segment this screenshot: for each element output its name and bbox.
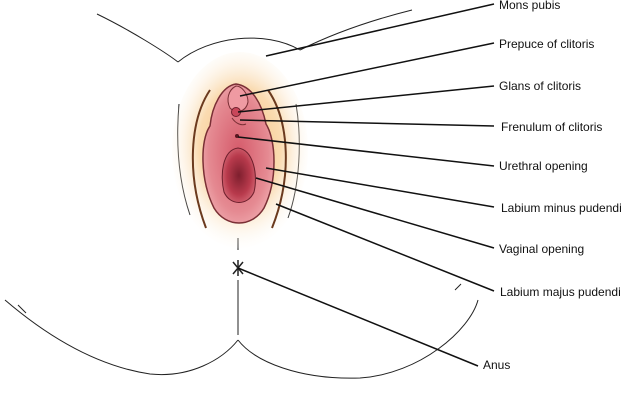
label-anus: Anus (483, 358, 510, 372)
vaginal-opening (222, 148, 255, 203)
label-urethral-opening: Urethral opening (499, 159, 588, 173)
label-frenulum-of-clitoris: Frenulum of clitoris (501, 120, 602, 134)
leader-mons-pubis (266, 4, 494, 56)
label-labium-majus-pudendi: Labium majus pudendi (500, 285, 621, 299)
label-mons-pubis: Mons pubis (499, 0, 560, 12)
label-vaginal-opening: Vaginal opening (499, 242, 584, 256)
label-prepuce-of-clitoris: Prepuce of clitoris (499, 37, 594, 51)
labels: Mons pubis Prepuce of clitoris Glans of … (483, 0, 622, 372)
label-glans-of-clitoris: Glans of clitoris (499, 79, 581, 93)
leader-anus (238, 268, 478, 366)
label-labium-minus-pudendi: Labium minus pudendi (501, 201, 622, 215)
leader-labium-majus (276, 204, 494, 291)
